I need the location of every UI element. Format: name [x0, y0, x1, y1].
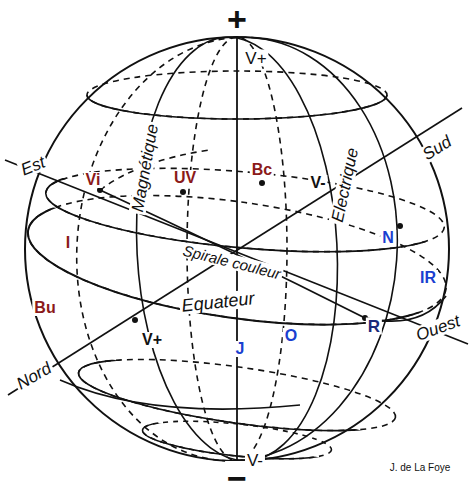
- latitude: [141, 414, 333, 466]
- equator-label: Equateur: [179, 289, 258, 315]
- color-label: N: [380, 230, 396, 246]
- latitude: [42, 155, 447, 266]
- direction-label: Nord: [12, 358, 56, 393]
- color-label: IR: [418, 270, 438, 286]
- latitude-back: [87, 71, 387, 119]
- latitude: [87, 95, 387, 119]
- point: [259, 180, 265, 186]
- latitude-back: [75, 345, 400, 445]
- pole-label: V+: [140, 332, 164, 348]
- color-label: Bc: [250, 162, 274, 178]
- point: [180, 189, 186, 195]
- latitude: [75, 345, 400, 445]
- meridian-label: Electrique: [328, 144, 361, 225]
- color-label: O: [283, 328, 299, 344]
- point: [397, 223, 403, 229]
- latitude-back: [42, 155, 447, 266]
- author-credit: J. de La Foye: [388, 463, 453, 473]
- color-label: J: [234, 341, 247, 357]
- color-label: UV: [172, 170, 198, 186]
- equator: [20, 173, 454, 347]
- color-spiral-lower: [60, 380, 300, 409]
- plus-sign: +: [225, 2, 249, 36]
- latitude-back: [141, 414, 333, 466]
- color-label: Vi: [84, 172, 103, 188]
- pole-label: V+: [243, 50, 268, 67]
- color-label: I: [64, 235, 72, 251]
- point: [132, 317, 138, 323]
- color-label: R: [366, 318, 382, 335]
- minus-sign: −: [225, 461, 249, 495]
- direction-label: Sud: [418, 132, 456, 165]
- meridian-label: Magnétique: [129, 121, 162, 215]
- east-west-axis: [5, 160, 468, 344]
- sphere-lines: [5, 26, 468, 471]
- color-label: Bu: [32, 300, 57, 316]
- magnetic-meridian: [126, 32, 348, 466]
- color-spiral: [100, 190, 446, 321]
- pole-label: V-: [308, 175, 327, 191]
- equator-back: [20, 173, 454, 347]
